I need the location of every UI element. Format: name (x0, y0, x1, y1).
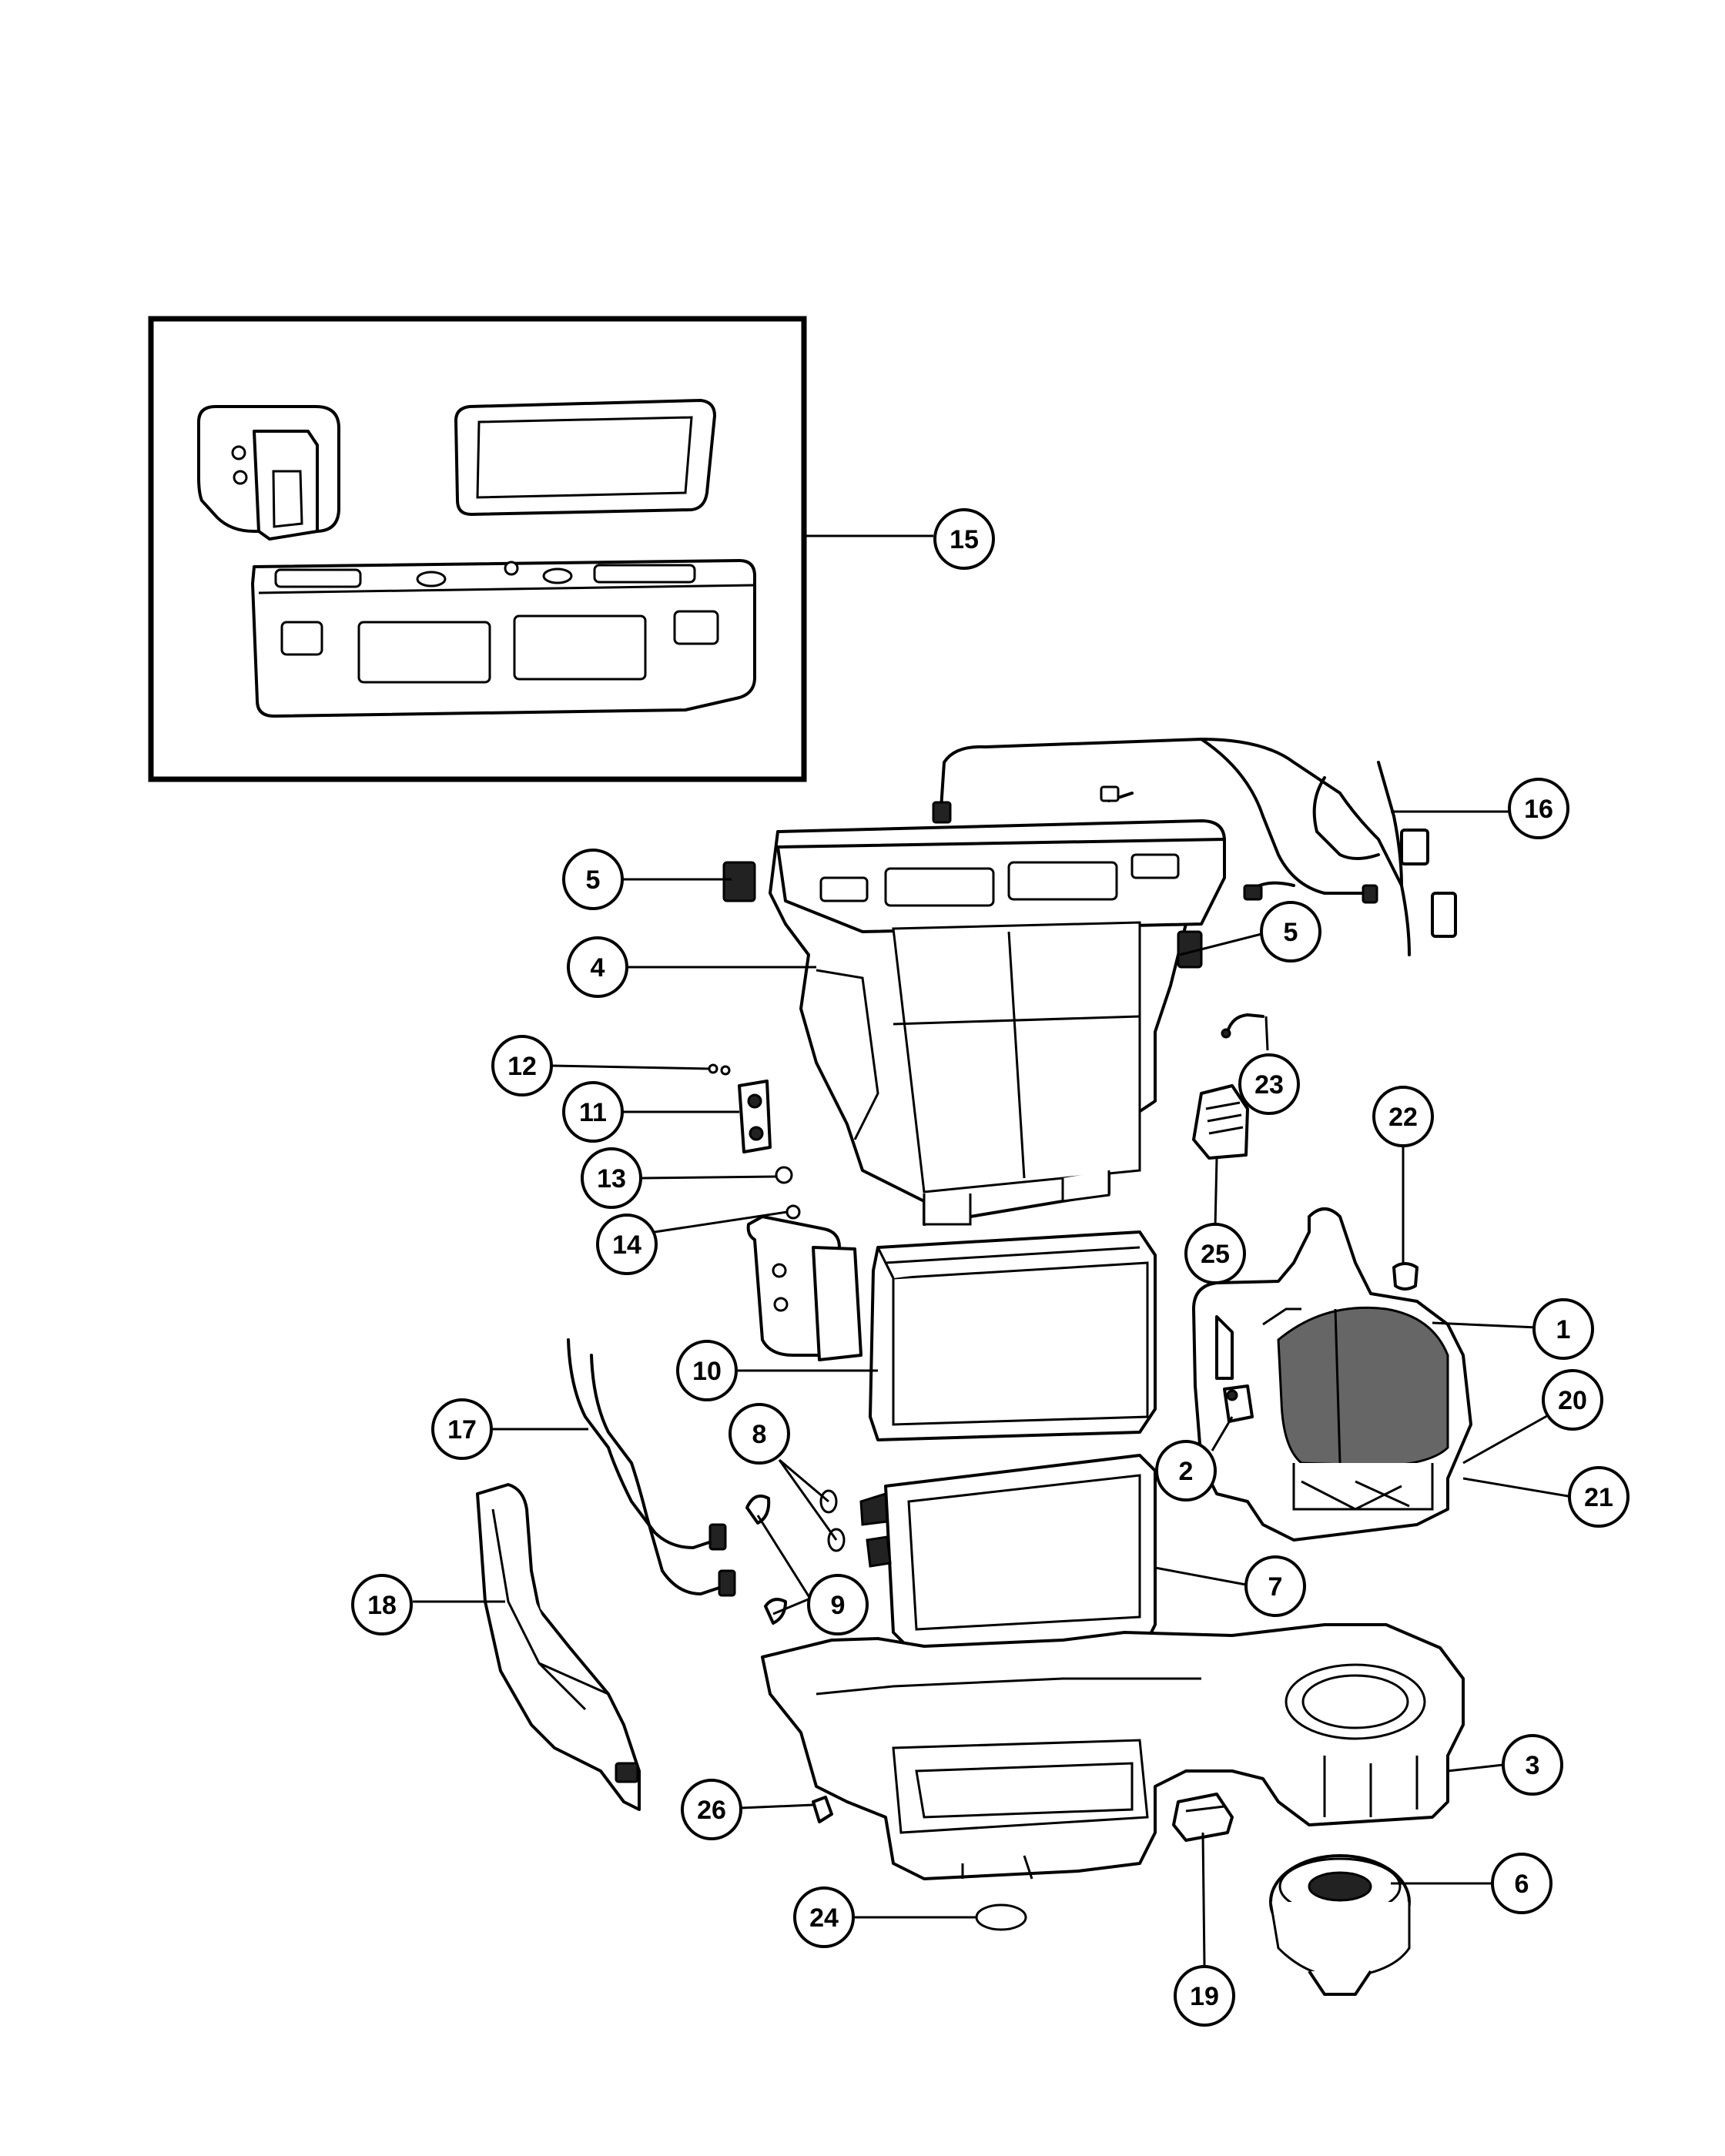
hose-clamps (745, 1495, 787, 1625)
callout-1: 1 (1532, 1298, 1594, 1360)
heater-core-tubes (567, 1338, 736, 1597)
callout-7-label: 7 (1268, 1572, 1283, 1602)
callout-9-label: 9 (831, 1591, 846, 1620)
callout-17: 17 (431, 1398, 493, 1460)
callout-2: 2 (1155, 1440, 1217, 1502)
callout-19: 19 (1174, 1965, 1235, 2027)
callout-12: 12 (491, 1035, 553, 1096)
callout-22-label: 22 (1388, 1103, 1418, 1132)
push-pin (812, 1796, 833, 1823)
callout-18: 18 (351, 1574, 413, 1635)
callout-13: 13 (581, 1147, 642, 1209)
callout-23-label: 23 (1254, 1070, 1284, 1100)
callout-10: 10 (676, 1340, 738, 1401)
callout-26: 26 (681, 1779, 742, 1840)
callout-16: 16 (1508, 778, 1569, 839)
callout-18-label: 18 (367, 1591, 397, 1620)
callout-17-label: 17 (447, 1415, 477, 1445)
callout-15: 15 (933, 508, 995, 570)
callout-25: 25 (1184, 1223, 1246, 1284)
callout-20: 20 (1542, 1369, 1603, 1431)
inset-panel (148, 316, 807, 782)
callout-8: 8 (729, 1403, 790, 1465)
expansion-valve (738, 1080, 772, 1153)
callout-21-label: 21 (1584, 1483, 1613, 1512)
callout-5a-label: 5 (586, 865, 601, 895)
heater-o-rings (819, 1489, 846, 1552)
grommet (1392, 1262, 1419, 1291)
filter-door (1192, 1084, 1249, 1160)
evaporator-core (746, 1215, 1157, 1441)
callout-5b: 5 (1260, 901, 1321, 962)
blower-housing-upper (1192, 1207, 1472, 1542)
callout-26-label: 26 (697, 1796, 726, 1825)
callout-5b-label: 5 (1284, 918, 1298, 947)
callout-4: 4 (567, 936, 628, 998)
callout-24: 24 (793, 1886, 855, 1948)
blower-motor (1269, 1854, 1411, 1996)
callout-8-label: 8 (752, 1420, 767, 1449)
drain-seal (975, 1903, 1027, 1931)
inset-seal-bracket (197, 405, 340, 541)
callout-21: 21 (1568, 1466, 1630, 1528)
callout-11: 11 (562, 1081, 624, 1143)
callout-7: 7 (1244, 1555, 1306, 1617)
lower-hvac-housing (761, 1623, 1465, 1880)
callout-25-label: 25 (1201, 1240, 1230, 1269)
floor-duct (476, 1483, 641, 1811)
inset-long-seal (251, 559, 756, 718)
callout-6: 6 (1491, 1853, 1552, 1914)
callout-3-label: 3 (1526, 1751, 1540, 1780)
callout-2-label: 2 (1179, 1457, 1194, 1486)
upper-hvac-housing (722, 819, 1226, 1226)
callout-16-label: 16 (1524, 795, 1553, 824)
callout-20-label: 20 (1558, 1386, 1587, 1415)
callout-13-label: 13 (597, 1164, 626, 1194)
callout-11-label: 11 (579, 1098, 607, 1127)
leader-lines (413, 534, 1573, 1966)
inset-rect-seal (454, 399, 716, 516)
callouts: 15 16 5 5 4 12 11 23 (351, 508, 1630, 2027)
heater-core (859, 1454, 1157, 1649)
callout-4-label: 4 (591, 953, 605, 983)
inset-frame (148, 316, 807, 782)
callout-15-label: 15 (950, 525, 979, 554)
callout-6-label: 6 (1515, 1870, 1529, 1899)
callout-3: 3 (1502, 1734, 1563, 1796)
callout-22: 22 (1372, 1086, 1434, 1147)
callout-1-label: 1 (1556, 1315, 1571, 1344)
wiring-harness (932, 737, 1457, 956)
blend-door-actuator (1172, 1793, 1234, 1842)
callout-23: 23 (1238, 1053, 1300, 1115)
callout-14-label: 14 (612, 1230, 641, 1260)
callout-10-label: 10 (692, 1357, 722, 1386)
callout-19-label: 19 (1190, 1982, 1219, 2011)
callout-24-label: 24 (809, 1903, 839, 1933)
callout-9: 9 (807, 1574, 869, 1635)
blower-resistor (1223, 1384, 1254, 1423)
callout-5a: 5 (562, 849, 624, 910)
callout-14: 14 (596, 1214, 658, 1275)
air-inlet-door (1215, 1315, 1234, 1380)
callout-12-label: 12 (507, 1052, 537, 1081)
temperature-sensor (1221, 1013, 1264, 1039)
